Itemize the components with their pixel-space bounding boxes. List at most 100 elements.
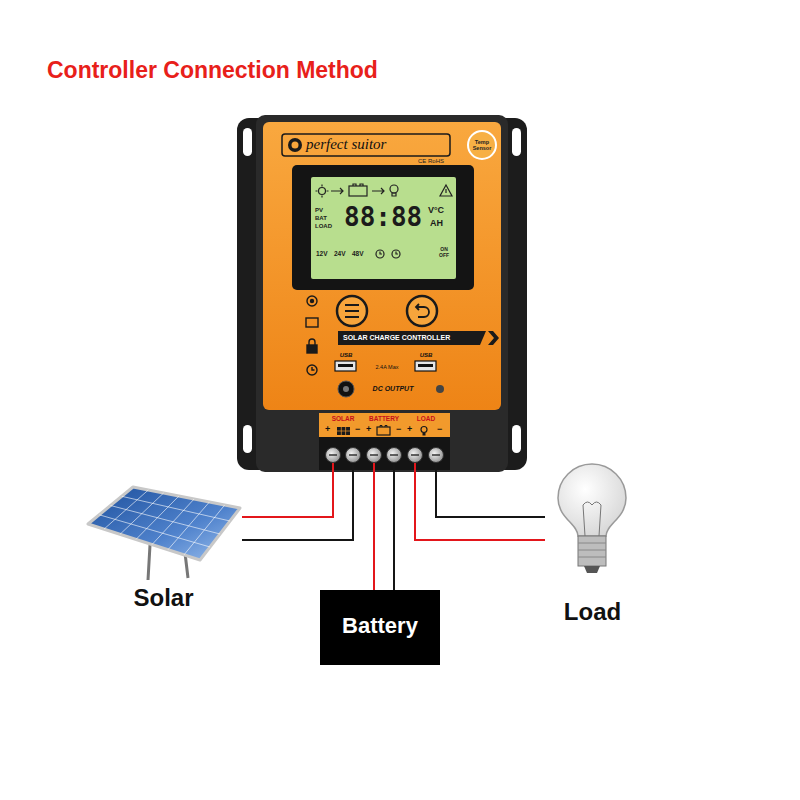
- side-icons: [306, 296, 318, 375]
- clock-icon: [307, 365, 317, 375]
- lcd-bezel: [292, 165, 474, 290]
- terminal-label: SOLAR: [324, 415, 362, 422]
- screw: [346, 448, 361, 463]
- terminal-label: BATTERY: [364, 415, 404, 422]
- terminal-label: LOAD: [406, 415, 446, 422]
- screw: [326, 448, 341, 463]
- panel-icon: [337, 427, 350, 435]
- cell-lines: [99, 496, 230, 547]
- housing-frame: [256, 115, 508, 472]
- brand-logo: perfect suitor: [306, 136, 446, 153]
- mounting-slot: [243, 425, 252, 453]
- bulb-icon: [423, 433, 426, 436]
- usb-port: [338, 364, 353, 367]
- wire-group: [242, 472, 545, 590]
- screw-slot: [329, 454, 337, 456]
- gear-icon: [311, 300, 314, 303]
- bulb-icon: [392, 193, 396, 196]
- panel-icon: [337, 427, 350, 435]
- mounting-slot: [243, 128, 252, 156]
- negative-wire: [242, 472, 353, 540]
- flow-arrow: [372, 188, 384, 194]
- panel-cells: [99, 490, 230, 555]
- logo-sun: [288, 138, 302, 152]
- bulb-icon: [390, 185, 398, 193]
- panel-surface: [88, 487, 240, 560]
- terminal-strip: [319, 413, 450, 437]
- screw-slot: [390, 454, 398, 456]
- sensor-badge: [468, 131, 496, 159]
- title-bar: [338, 331, 486, 345]
- component-label: Solar: [85, 584, 242, 612]
- usb-port: [335, 361, 356, 371]
- terminal-screws: [326, 448, 444, 463]
- cell-lines: [104, 490, 225, 555]
- battery-icon: [349, 186, 367, 196]
- screw-slot: [349, 454, 357, 456]
- dc-jack: [343, 386, 349, 392]
- wire-pair: [374, 472, 394, 590]
- wire-pair: [415, 472, 545, 540]
- screw-slot: [411, 454, 419, 456]
- timer-icon: [380, 252, 382, 255]
- terminal-group: SOLAR: [324, 414, 362, 472]
- bulb-filament: [583, 502, 601, 536]
- bulb-base: [578, 536, 606, 566]
- screw: [429, 448, 444, 463]
- battery-icon: [380, 426, 387, 428]
- timer-icon: [396, 252, 398, 255]
- component-label: Battery: [320, 613, 440, 638]
- title-chevron: [488, 331, 499, 345]
- screw-slot: [432, 454, 440, 456]
- negative-wire: [393, 472, 395, 590]
- timer-icon: [376, 250, 384, 258]
- return-button: [407, 296, 437, 326]
- screw: [387, 448, 402, 463]
- battery-icon: [377, 427, 390, 435]
- positive-wire: [415, 472, 545, 540]
- lock-icon: [307, 345, 317, 353]
- lcd-icons: [316, 184, 453, 258]
- menu-icon: [345, 305, 359, 317]
- diagram-title: Controller Connection Method: [47, 57, 378, 83]
- bulb-glass: [558, 464, 626, 536]
- logo-band: [282, 134, 450, 156]
- component-label: Load: [545, 598, 640, 626]
- positive-wire: [242, 472, 333, 517]
- bulb-threads: [578, 543, 606, 557]
- status-led: [436, 385, 444, 393]
- clock-icon: [312, 367, 315, 370]
- dc-jack: [338, 381, 354, 397]
- sun-rays: [316, 185, 329, 198]
- gear-icon: [307, 296, 317, 306]
- solar-panel: Solar: [85, 478, 242, 615]
- logo-sun: [292, 142, 299, 149]
- warning-icon: [440, 185, 452, 196]
- usb-port: [415, 361, 436, 371]
- battery-icon: [353, 184, 363, 186]
- screw: [408, 448, 423, 463]
- lock-icon: [309, 339, 315, 345]
- charge-controller: perfect suitorSOLARBATTERYLOAD: [237, 115, 527, 472]
- return-icon: [416, 304, 429, 317]
- terminal-group: BATTERY: [364, 414, 404, 472]
- mounting-slot: [512, 425, 521, 453]
- positive-wire: [373, 472, 375, 590]
- mounting-slot: [512, 128, 521, 156]
- screw: [367, 448, 382, 463]
- wire-pair: [242, 472, 353, 540]
- bulb-tip: [584, 566, 600, 573]
- usb-port: [418, 364, 433, 367]
- screw-slot: [370, 454, 378, 456]
- terminal-group: LOAD: [406, 414, 446, 472]
- battery-box: Battery: [320, 590, 440, 665]
- menu-button: [337, 296, 367, 326]
- wire-stubs: [333, 460, 436, 472]
- terminal-block: [319, 437, 450, 470]
- load-bulb: Load: [545, 462, 640, 632]
- front-panel: [263, 122, 501, 410]
- flow-arrow: [331, 188, 343, 194]
- lcd-screen: [311, 177, 456, 279]
